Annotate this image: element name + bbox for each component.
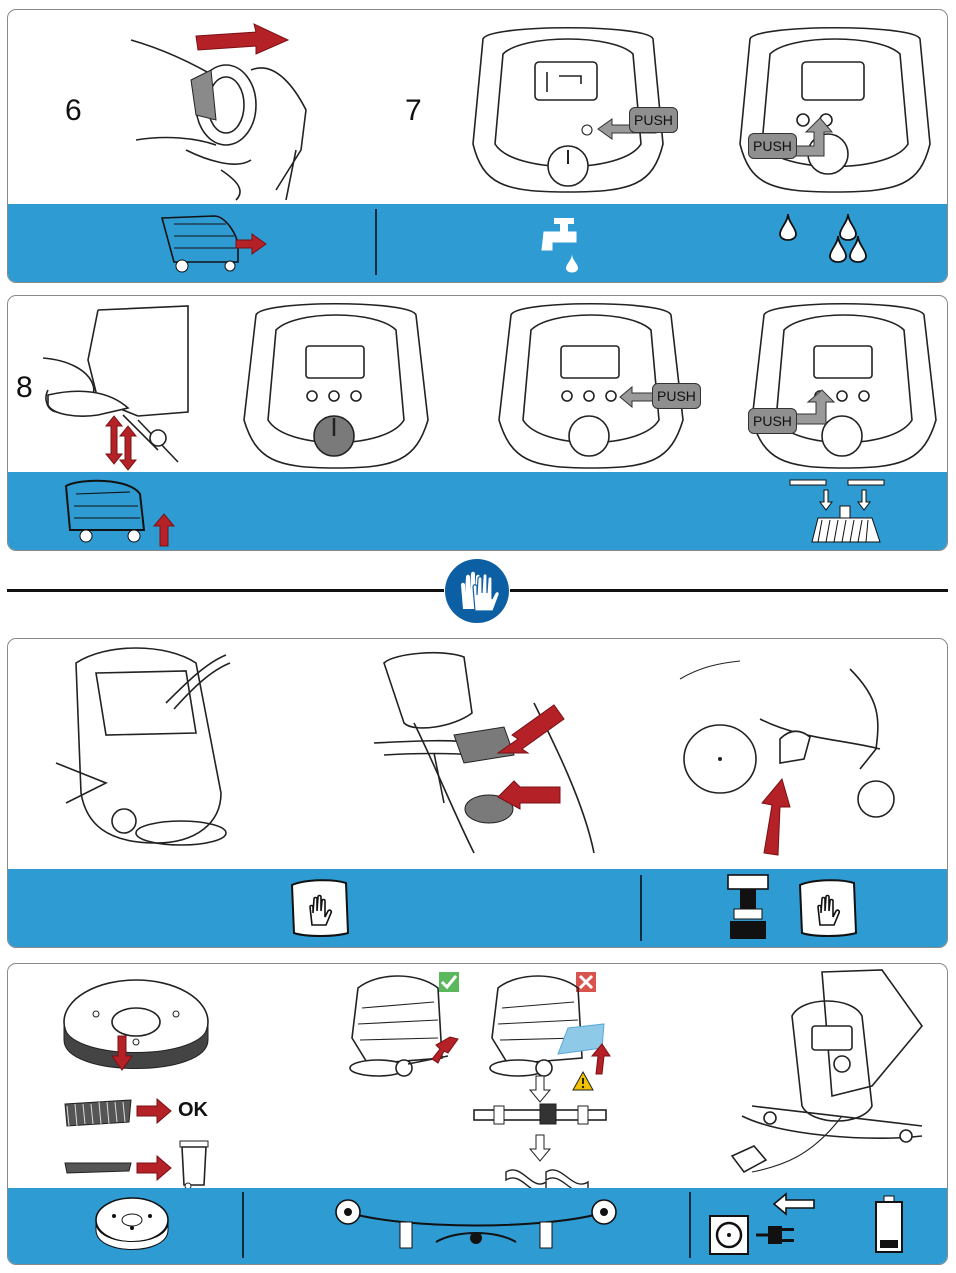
- step-number-7: 7: [405, 94, 422, 127]
- brush-pressure-icon: [789, 479, 885, 543]
- brush-red-down-arrow: [111, 1035, 133, 1071]
- scrubber-correct-illustration: [349, 975, 449, 1077]
- filter-removal-illustration: [373, 651, 595, 854]
- plug-in-charger-icon: [709, 1192, 815, 1255]
- pedal-lift-illustration: [42, 305, 189, 463]
- squeegee-assembly-illustration: [473, 1103, 607, 1125]
- step-number-6: 6: [65, 94, 82, 127]
- section-separator-right: [510, 589, 948, 592]
- panel-step-8: 8 PUSH: [7, 295, 948, 551]
- control-panel-illustration-b: [739, 26, 931, 193]
- check-correct-icon: [439, 972, 459, 992]
- info-bar-divider-4a: [242, 1192, 244, 1258]
- wipe-cloth-icon-b: [798, 879, 858, 937]
- brush-disc-illustration: [63, 979, 209, 1069]
- push-label-d: PUSH: [748, 408, 797, 434]
- brush-disc-small-icon: [95, 1197, 169, 1250]
- scrubber-wrong-red-arrow: [590, 1043, 611, 1075]
- recovery-tank-hose-illustration: [55, 647, 231, 846]
- control-panel-illustration-c: [243, 302, 429, 469]
- bristle-replace-arrow: [136, 1154, 172, 1182]
- section-separator-left: [7, 589, 444, 592]
- push-label-c: PUSH: [652, 383, 701, 409]
- scrubber-remove-icon: [160, 215, 267, 273]
- wear-gloves-mandatory-icon: [445, 559, 509, 623]
- up-down-red-arrows: [104, 415, 138, 471]
- push-red-arrows-filter: [496, 704, 565, 810]
- bristle-ok-arrow: [136, 1097, 172, 1125]
- info-bar-2: [8, 472, 947, 550]
- down-arrow-outline-1: [528, 1075, 552, 1103]
- bristle-ok-label: OK: [178, 1099, 208, 1121]
- panel-step-6-7: 6 7 PUSH PUSH: [7, 9, 948, 283]
- push-label-b: PUSH: [748, 133, 797, 159]
- scrubber-correct-red-arrow: [431, 1036, 459, 1064]
- info-bar-divider-4b: [689, 1192, 691, 1258]
- push-label-a: PUSH: [629, 107, 678, 133]
- control-panel-illustration-d: [498, 302, 684, 469]
- cross-wrong-icon: [576, 972, 596, 992]
- push-arrow-up-b: [787, 117, 834, 157]
- push-arrow-up-d: [793, 389, 836, 425]
- panel-brush-squeegee: OK: [7, 963, 948, 1265]
- scrubber-lift-icon: [64, 479, 176, 547]
- water-tap-icon: [541, 218, 578, 273]
- scrubber-wrong-illustration: [489, 975, 605, 1077]
- info-bar-3: [8, 869, 947, 947]
- warning-triangle-icon: [572, 1070, 594, 1091]
- control-panel-illustration-e: [751, 302, 937, 469]
- squeegee-clean-illustration: [679, 660, 895, 818]
- water-flow-drops-icon: [779, 213, 867, 263]
- wipe-cloth-icon-a: [290, 879, 350, 937]
- down-arrow-outline-2: [528, 1134, 552, 1162]
- info-bar-1: [8, 204, 947, 282]
- push-up-red-arrow-squeegee: [761, 777, 791, 856]
- squeegee-frame-icon: [335, 1199, 617, 1249]
- handle-charger-illustration: [730, 969, 924, 1174]
- waste-bin-icon: [179, 1140, 209, 1190]
- open-tank-illustration: [130, 39, 307, 201]
- panel-tank-cleaning: [7, 638, 948, 948]
- step-number-8: 8: [16, 371, 33, 404]
- bristle-short-icon: [64, 1162, 132, 1174]
- info-bar-4: [8, 1188, 947, 1264]
- pull-direction-arrow: [195, 23, 290, 55]
- squeegee-part-icon: [727, 874, 769, 939]
- battery-low-icon: [875, 1195, 903, 1253]
- control-panel-illustration-a: [472, 26, 664, 193]
- info-bar-divider: [375, 209, 377, 275]
- info-bar-divider-3: [640, 875, 642, 941]
- bristle-long-icon: [64, 1099, 132, 1127]
